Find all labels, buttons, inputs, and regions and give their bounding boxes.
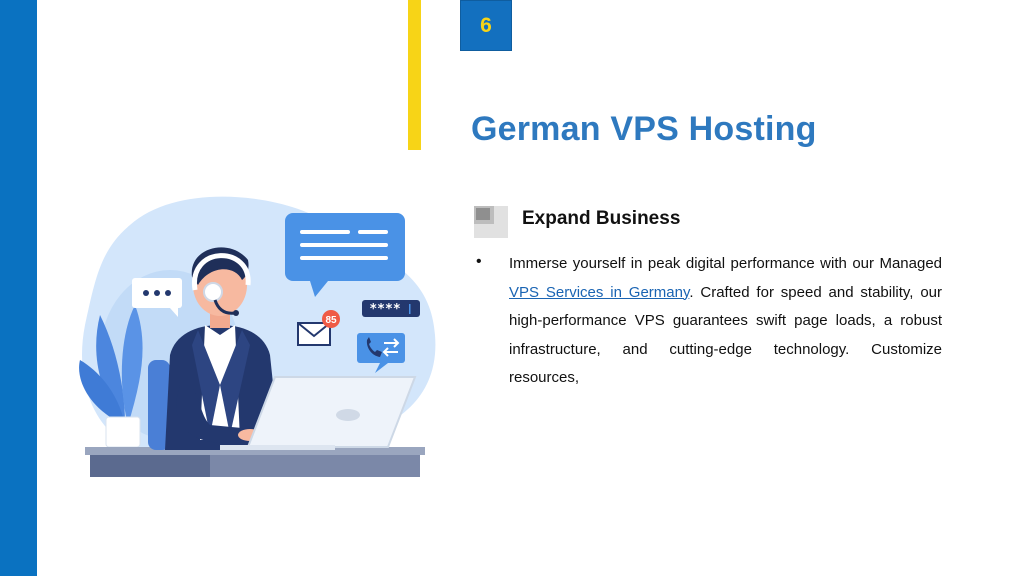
envelope-icon: [297, 322, 331, 346]
chat-dots-icon: [132, 278, 182, 317]
plant-icon: [79, 305, 143, 448]
password-mask: ****: [369, 302, 400, 317]
left-accent-bar: [0, 0, 37, 576]
body-paragraph: Immerse yourself in peak digital perform…: [509, 250, 942, 393]
yellow-accent-bar: [408, 0, 421, 150]
headset-icon: [192, 253, 251, 316]
page-number-badge: 6: [460, 0, 512, 51]
paragraph-text-start: Immerse yourself in peak digital perform…: [509, 255, 942, 272]
bullet-marker: •: [476, 253, 482, 270]
password-icon: ****: [362, 300, 420, 317]
message-lines-icon: [285, 213, 405, 297]
phone-transfer-icon: [357, 333, 405, 373]
slide-title: German VPS Hosting: [471, 110, 817, 148]
paragraph-text-end: . Crafted for speed and stability, our h…: [509, 283, 943, 387]
support-agent-illustration: 85 ****: [79, 196, 436, 477]
laptop-icon: [220, 376, 417, 450]
notification-count: 85: [325, 315, 337, 326]
vps-services-link[interactable]: VPS Services in Germany: [509, 283, 690, 301]
notification-badge: [322, 310, 340, 328]
section-heading: Expand Business: [522, 208, 681, 229]
square-bullet-icon: [474, 206, 508, 238]
